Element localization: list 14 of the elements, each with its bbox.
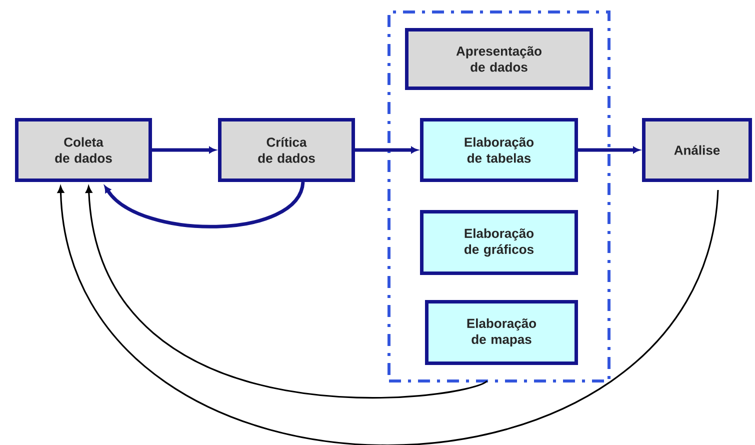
arrow — [104, 182, 305, 228]
arrow — [578, 146, 640, 154]
process-box: Crítica de dados — [218, 118, 355, 182]
process-box: Coleta de dados — [15, 118, 152, 182]
arrow — [57, 186, 719, 445]
arrow — [355, 146, 418, 154]
process-box: Elaboração de gráficos — [420, 210, 578, 275]
arrow — [152, 146, 216, 154]
arrow — [86, 186, 488, 399]
process-box: Análise — [642, 118, 752, 182]
process-box: Apresentação de dados — [405, 28, 593, 90]
process-box: Elaboração de mapas — [425, 300, 578, 365]
process-box: Elaboração de tabelas — [420, 118, 578, 182]
dashed-group-frame — [388, 10, 610, 382]
